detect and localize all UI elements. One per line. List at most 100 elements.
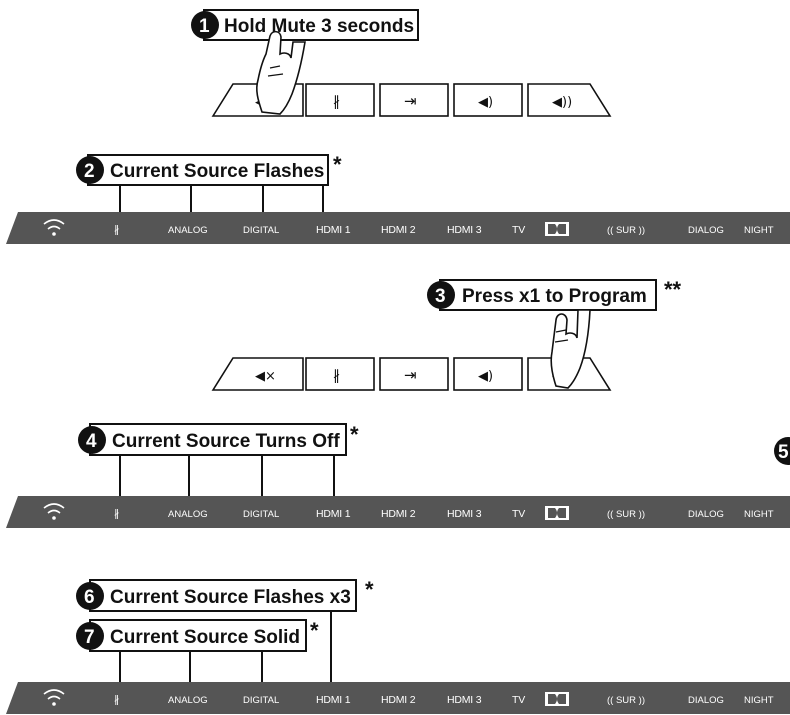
step-3-badge [427,281,455,309]
step-5-badge [774,437,790,465]
step-3: 3 Press x1 to Program ** [427,277,682,311]
source-hdmi-1[interactable]: HDMI 1 [316,694,351,706]
bluetooth-icon: ∦ [114,224,119,236]
step-2-box [87,154,329,186]
step-3-footnote-mark: ** [664,277,682,302]
source-surround[interactable]: (( SUR )) [607,225,645,236]
step-6-number: 6 [84,587,95,608]
source-surround[interactable]: (( SUR )) [607,695,645,706]
wifi-icon [43,689,65,706]
wifi-icon [43,503,65,520]
input-icon: ⇥ [404,366,417,384]
source-bar-2: ∦ ANALOG DIGITAL HDMI 1 HDMI 2 HDMI 3 TV… [6,496,790,528]
step-4-label: Current Source Turns Off [112,431,340,452]
step-7-footnote-mark: * [310,618,319,643]
source-bar-background [6,682,790,714]
source-dialog[interactable]: DIALOG [688,509,724,520]
step-2-badge [76,156,104,184]
step-7-label: Current Source Solid [110,627,300,648]
finger-crease-icon [554,329,569,343]
source-digital[interactable]: DIGITAL [243,509,279,520]
source-surround[interactable]: (( SUR )) [607,509,645,520]
step-1-badge [191,11,219,39]
source-hdmi-2[interactable]: HDMI 2 [381,508,416,520]
step-7: 7 Current Source Solid * [76,611,332,684]
source-hdmi-3[interactable]: HDMI 3 [447,694,482,706]
source-bar-background [6,496,790,528]
step-1-label: Hold Mute 3 seconds [224,16,414,37]
mute-icon: ◀× [255,369,276,384]
input-key[interactable] [379,357,449,391]
source-hdmi-3[interactable]: HDMI 3 [447,224,482,236]
source-hdmi-3[interactable]: HDMI 3 [447,508,482,520]
step-4: 4 Current Source Turns Off * [78,422,359,496]
source-night[interactable]: NIGHT [744,225,774,236]
step-1: 1 Hold Mute 3 seconds [191,9,419,41]
remote-keypad-1: ◀× ∦ ⇥ ◀) ◀)) [211,30,612,117]
step-7-badge [76,622,104,650]
volume-down-icon: ◀) [478,95,493,110]
source-bar-3: ∦ ANALOG DIGITAL HDMI 1 HDMI 2 HDMI 3 TV… [6,682,790,714]
volume-down-key[interactable] [453,357,523,391]
source-analog[interactable]: ANALOG [168,695,208,706]
step-6-badge [76,582,104,610]
volume-down-key[interactable] [453,83,523,117]
step-4-badge [78,426,106,454]
volume-up-key[interactable] [527,83,612,117]
finger-crease-icon [267,65,284,77]
dolby-icon[interactable] [545,692,569,706]
dolby-icon[interactable] [545,222,569,236]
step-2: 2 Current Source Flashes * [76,152,342,224]
remote-keypad-2: ◀× ∦ ⇥ ◀) ◀)) [211,309,612,391]
dolby-icon[interactable] [545,506,569,520]
step-6: 6 Current Source Flashes x3 * [76,577,374,612]
source-bar-background [6,212,790,244]
volume-down-icon: ◀) [478,369,493,384]
step-5-number: 5 [778,442,789,463]
step-2-number: 2 [84,161,95,182]
step-4-footnote-mark: * [350,422,359,447]
mute-key[interactable] [211,357,304,391]
source-dialog[interactable]: DIALOG [688,695,724,706]
source-night[interactable]: NIGHT [744,695,774,706]
bluetooth-key[interactable] [305,357,375,391]
step-2-footnote-mark: * [333,152,342,177]
bluetooth-icon: ∦ [114,508,119,520]
source-dialog[interactable]: DIALOG [688,225,724,236]
step-6-box [89,579,357,612]
source-hdmi-2[interactable]: HDMI 2 [381,694,416,706]
input-key[interactable] [379,83,449,117]
step-6-footnote-mark: * [365,577,374,602]
input-icon: ⇥ [404,92,417,110]
bluetooth-key[interactable] [305,83,375,117]
source-night[interactable]: NIGHT [744,509,774,520]
step-2-label: Current Source Flashes [110,161,324,182]
bluetooth-icon: ∦ [114,694,119,706]
step-7-number: 7 [84,627,95,648]
wifi-icon [43,219,65,236]
source-digital[interactable]: DIGITAL [243,695,279,706]
step-3-box [439,279,657,311]
bluetooth-icon: ∦ [333,368,340,384]
source-digital[interactable]: DIGITAL [243,225,279,236]
step-3-label: Press x1 to Program [462,286,647,307]
source-analog[interactable]: ANALOG [168,225,208,236]
source-tv[interactable]: TV [512,694,525,706]
source-hdmi-2[interactable]: HDMI 2 [381,224,416,236]
source-bar-1: ∦ ANALOG DIGITAL HDMI 1 HDMI 2 HDMI 3 TV… [6,212,790,244]
step-6-label: Current Source Flashes x3 [110,587,351,608]
bluetooth-icon: ∦ [333,94,340,110]
step-5: 5 [774,437,790,465]
step-3-number: 3 [435,286,446,307]
step-4-number: 4 [86,431,97,452]
source-tv[interactable]: TV [512,224,525,236]
source-analog[interactable]: ANALOG [168,509,208,520]
pointing-finger-icon [550,309,591,389]
step-1-number: 1 [199,16,210,37]
pointing-finger-icon [255,30,306,115]
source-hdmi-1[interactable]: HDMI 1 [316,508,351,520]
source-hdmi-1[interactable]: HDMI 1 [316,224,351,236]
source-tv[interactable]: TV [512,508,525,520]
